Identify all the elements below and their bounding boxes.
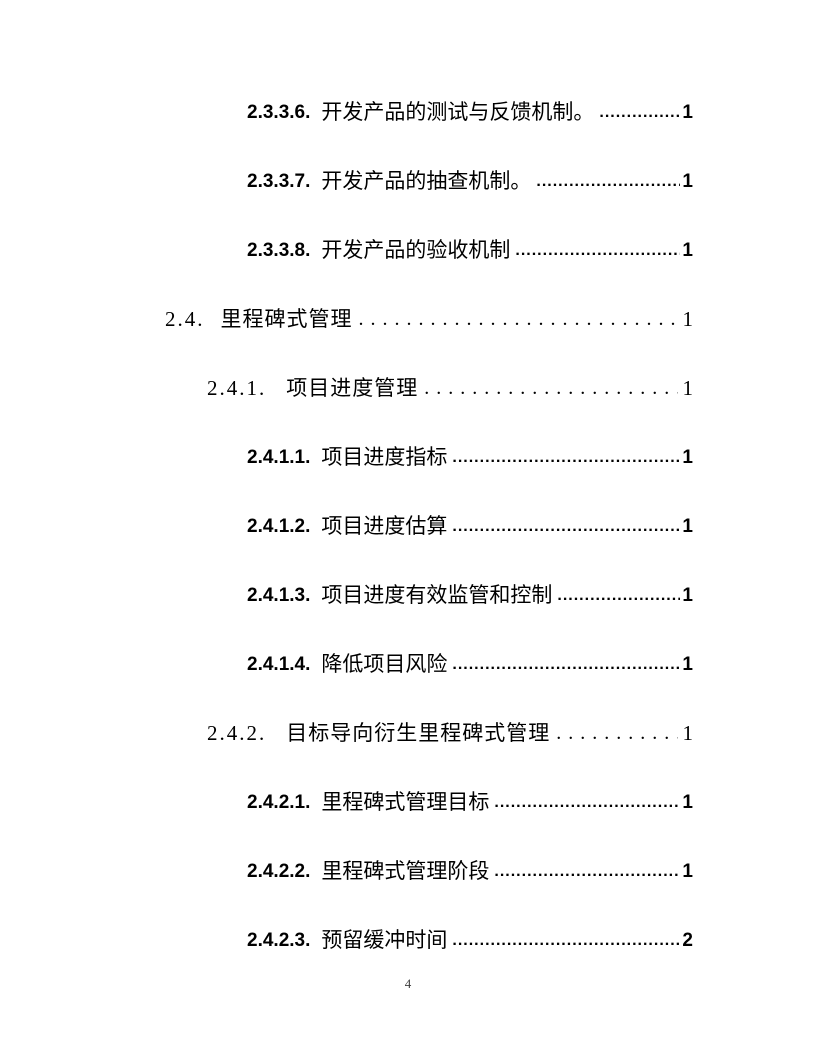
dot-leader: ........................................…: [452, 518, 680, 535]
toc-entry-page: 1: [682, 376, 694, 400]
toc-entry-title: 开发产品的验收机制: [321, 238, 511, 262]
toc-entry-title: 开发产品的测试与反馈机制。: [321, 100, 595, 124]
toc-entry-number: 2.4.1.3.: [247, 585, 311, 606]
toc-entry-number: 2.4.2.2.: [247, 861, 311, 882]
toc-entry[interactable]: 2.4.2.2. 里程碑式管理阶段 ......................…: [0, 837, 816, 906]
toc-entry-number: 2.4.2.3.: [247, 930, 311, 951]
toc-entry-page: 1: [682, 861, 693, 882]
toc-entry-page: 1: [682, 240, 693, 261]
toc-entry-page: 1: [682, 792, 693, 813]
toc-entry-title: 开发产品的抽查机制。: [321, 169, 532, 193]
toc-entry-page: 1: [682, 171, 693, 192]
toc-entry-number: 2.4.1.1.: [247, 447, 311, 468]
toc-entry-title: 里程碑式管理阶段: [321, 859, 490, 883]
toc-entry-number: 2.4.1.: [207, 376, 267, 400]
toc-entry[interactable]: 2.4.2.1. 里程碑式管理目标 ......................…: [0, 768, 816, 837]
dot-leader: ........................................…: [536, 173, 681, 190]
toc-entry-number: 2.4.: [165, 307, 205, 331]
toc-entry-page: 1: [682, 102, 693, 123]
toc-entry-title: 里程碑式管理: [220, 307, 353, 331]
toc-entry[interactable]: 2.4.1.1. 项目进度指标 ........................…: [0, 423, 816, 492]
toc-entry[interactable]: 2.4.1. 项目进度管理 ..........................…: [0, 354, 816, 423]
toc-entry[interactable]: 2.4.1.4. 降低项目风险 ........................…: [0, 630, 816, 699]
toc-entry[interactable]: 2.4.2.3. 预留缓冲时间 ........................…: [0, 906, 816, 975]
dot-leader: ........................................…: [452, 449, 680, 466]
toc-entry-page: 1: [682, 585, 693, 606]
dot-leader: ........................................…: [452, 656, 680, 673]
toc-entry-page: 1: [682, 516, 693, 537]
toc-entry[interactable]: 2.4.2. 目标导向衍生里程碑式管理 ....................…: [0, 699, 816, 768]
toc-entry[interactable]: 2.4.1.3. 项目进度有效监管和控制 ...................…: [0, 561, 816, 630]
toc-entry-number: 2.4.2.: [207, 721, 267, 745]
dot-leader: ........................................…: [494, 863, 680, 880]
toc-entry-number: 2.4.2.1.: [247, 792, 311, 813]
toc-entry-page: 1: [682, 307, 694, 331]
toc-entry-page: 2: [682, 930, 693, 951]
toc-entry-number: 2.4.1.4.: [247, 654, 311, 675]
toc-entry[interactable]: 2.3.3.8. 开发产品的验收机制 .....................…: [0, 216, 816, 285]
toc-entry-number: 2.3.3.6.: [247, 102, 311, 123]
toc-entry-title: 项目进度有效监管和控制: [321, 583, 553, 607]
toc-entry[interactable]: 2.3.3.6. 开发产品的测试与反馈机制。 .................…: [0, 78, 816, 147]
toc-entry-title: 预留缓冲时间: [321, 928, 448, 952]
dot-leader: ........................................…: [424, 377, 677, 399]
toc-entry-title: 项目进度指标: [321, 445, 448, 469]
dot-leader: ........................................…: [494, 794, 680, 811]
toc-entry-title: 项目进度管理: [286, 376, 419, 400]
toc-entry-page: 1: [682, 447, 693, 468]
page-number: 4: [404, 976, 412, 991]
toc-entry-page: 1: [682, 721, 694, 745]
dot-leader: ........................................…: [557, 587, 680, 604]
dot-leader: ........................................…: [599, 104, 680, 121]
dot-leader: ........................................…: [452, 932, 680, 949]
toc-entry-page: 1: [682, 654, 693, 675]
toc-entry-title: 里程碑式管理目标: [321, 790, 490, 814]
toc-entry[interactable]: 2.4. 里程碑式管理 ............................…: [0, 285, 816, 354]
toc-entry-title: 降低项目风险: [321, 652, 448, 676]
toc-entry-title: 项目进度估算: [321, 514, 448, 538]
dot-leader: ........................................…: [556, 722, 677, 744]
page-footer: 4: [0, 972, 816, 996]
table-of-contents: 2.3.3.6. 开发产品的测试与反馈机制。 .................…: [0, 78, 816, 975]
toc-entry-number: 2.3.3.7.: [247, 171, 311, 192]
toc-entry-title: 目标导向衍生里程碑式管理: [286, 721, 551, 745]
dot-leader: ........................................…: [515, 242, 680, 259]
toc-entry[interactable]: 2.4.1.2. 项目进度估算 ........................…: [0, 492, 816, 561]
dot-leader: ........................................…: [358, 308, 678, 330]
toc-entry[interactable]: 2.3.3.7. 开发产品的抽查机制。 ....................…: [0, 147, 816, 216]
toc-entry-number: 2.4.1.2.: [247, 516, 311, 537]
toc-entry-number: 2.3.3.8.: [247, 240, 311, 261]
